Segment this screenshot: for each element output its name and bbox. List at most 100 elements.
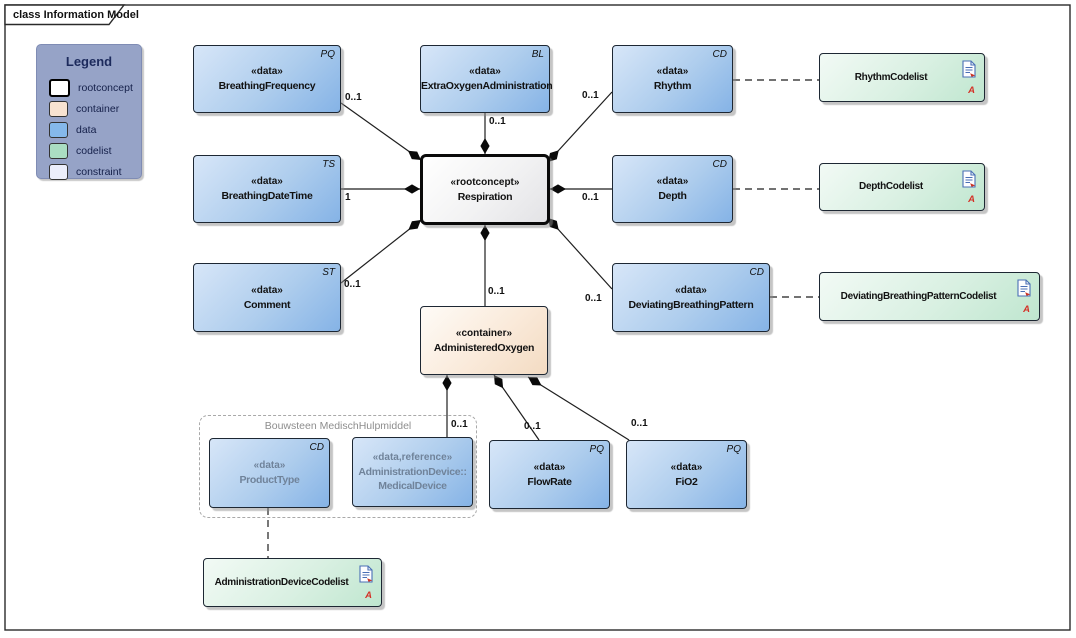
legend-label: codelist: [76, 144, 112, 157]
composition-diamond: [404, 184, 420, 194]
class-name-label: Respiration: [457, 190, 513, 203]
codelist-box-deviating-breathing-pattern-codelist[interactable]: DeviatingBreathingPatternCodelist A: [819, 272, 1040, 321]
class-box-text: «data» DeviatingBreathingPattern: [613, 284, 769, 312]
composition-diamond: [548, 218, 559, 230]
multiplicity-label: 1: [345, 192, 351, 203]
class-box-text: «data»Rhythm: [613, 65, 732, 93]
artifact-letter: A: [1023, 304, 1030, 315]
datatype-tag: TS: [322, 159, 335, 170]
datatype-tag: CD: [712, 49, 727, 60]
datatype-tag: PQ: [726, 444, 741, 455]
composition-diamond: [550, 184, 566, 194]
class-box-text: AdministrationDeviceCodelist: [212, 576, 351, 590]
artifact-letter: A: [968, 85, 975, 96]
legend-item-container: container: [49, 98, 141, 119]
class-box-extra-oxygen-administration[interactable]: BL«data»ExtraOxygenAdministration: [420, 45, 553, 113]
legend-swatch-data: [49, 121, 68, 138]
class-box-text: «data» Depth: [613, 175, 732, 203]
stereotype-label: «data»: [656, 176, 689, 187]
class-box-rhythm[interactable]: CD «data»Rhythm: [612, 45, 733, 113]
datatype-tag: CD: [749, 267, 764, 278]
class-box-flow-rate[interactable]: PQ «data» FlowRate: [489, 440, 610, 509]
legend-swatch-container: [49, 100, 68, 117]
stereotype-label: «data,reference»: [372, 452, 453, 463]
class-name-label: BreathingFrequency: [218, 80, 316, 92]
composition-diamond: [480, 138, 490, 154]
codelist-box-administration-device-codelist[interactable]: AdministrationDeviceCodelist A: [203, 558, 382, 607]
class-box-deviating-breathing-pattern[interactable]: CD «data» DeviatingBreathingPattern: [612, 263, 770, 332]
stereotype-label: «data»: [251, 284, 283, 296]
codelist-document-icon: [359, 565, 373, 583]
stereotype-label: «data»: [675, 284, 707, 296]
multiplicity-label: 0..1: [344, 279, 361, 290]
datatype-tag: PQ: [589, 444, 604, 455]
class-box-text: «data»BreathingDateTime: [194, 175, 340, 203]
composition-diamond: [408, 150, 421, 160]
codelist-document-icon: [962, 170, 976, 188]
multiplicity-label: 0..1: [631, 418, 648, 429]
codelist-document-icon: [1017, 279, 1031, 297]
class-box-fio2[interactable]: PQ «data» FiO2: [626, 440, 747, 509]
class-box-product-type[interactable]: CD «data» ProductType: [209, 438, 330, 508]
class-name-label: Comment: [243, 298, 291, 311]
package-group-bouwsteen: Bouwsteen MedischHulpmiddel: [199, 415, 477, 518]
class-name-label: AdministrationDevice:: MedicalDevice: [358, 466, 467, 492]
multiplicity-label: 0..1: [345, 92, 362, 103]
class-name-label: ProductType: [239, 474, 300, 486]
legend-panel: Legend rootconcept container data codelist c…: [36, 44, 142, 182]
legend-label: container: [76, 102, 120, 115]
stereotype-label: «container»: [455, 327, 513, 339]
class-box-text: «data» Comment: [194, 284, 340, 312]
class-box-text: RhythmCodelist: [828, 71, 954, 85]
legend-items: rootconcept container data codelist constrai…: [49, 77, 141, 182]
legend-swatch-rootconcept: [49, 78, 70, 97]
class-name-label: DeviatingBreathingPattern: [628, 298, 754, 311]
stereotype-label: «data»: [253, 460, 286, 471]
legend-label: rootconcept: [78, 81, 133, 94]
datatype-tag: PQ: [320, 49, 335, 60]
legend-item-data: data: [49, 119, 141, 140]
multiplicity-label: 0..1: [582, 90, 599, 101]
class-box-breathing-frequency[interactable]: PQ«data»BreathingFrequency: [193, 45, 341, 113]
legend-item-codelist: codelist: [49, 140, 141, 161]
stereotype-label: «data»: [656, 66, 689, 77]
artifact-letter: A: [968, 194, 975, 205]
datatype-tag: BL: [531, 49, 544, 60]
class-box-text: «data» ProductType: [210, 459, 329, 487]
stereotype-label: «data»: [533, 461, 566, 473]
multiplicity-label: 0..1: [451, 419, 468, 430]
class-box-administered-oxygen[interactable]: «container» AdministeredOxygen: [420, 306, 548, 375]
multiplicity-label: 0..1: [524, 421, 541, 432]
class-name-label: AdministeredOxygen: [433, 341, 535, 354]
class-box-depth[interactable]: CD «data» Depth: [612, 155, 733, 223]
datatype-tag: CD: [712, 159, 727, 170]
class-name-label: FiO2: [675, 475, 698, 488]
datatype-tag: CD: [309, 442, 324, 453]
class-box-text: «data» FiO2: [627, 461, 746, 489]
class-name-label: FlowRate: [527, 475, 572, 488]
class-box-respiration[interactable]: «rootconcept»Respiration: [420, 154, 550, 225]
class-box-comment[interactable]: ST «data» Comment: [193, 263, 341, 332]
legend-title: Legend: [65, 54, 113, 69]
class-name-label: ExtraOxygenAdministration: [421, 80, 553, 92]
class-box-medical-device[interactable]: «data,reference»AdministrationDevice:: M…: [352, 437, 473, 507]
composition-line: [340, 102, 422, 161]
legend-label: data: [76, 123, 97, 136]
multiplicity-label: 0..1: [582, 192, 599, 203]
codelist-box-rhythm-codelist[interactable]: RhythmCodelist A: [819, 53, 985, 102]
legend-swatch-codelist: [49, 142, 68, 159]
codelist-box-depth-codelist[interactable]: DepthCodelist A: [819, 163, 985, 211]
class-box-text: «container» AdministeredOxygen: [421, 327, 547, 355]
composition-line: [340, 219, 422, 284]
class-name-label: Depth: [658, 190, 687, 202]
class-box-breathing-datetime[interactable]: TS «data»BreathingDateTime: [193, 155, 341, 223]
composition-diamond: [494, 375, 504, 389]
composition-diamond: [528, 377, 542, 386]
class-box-text: «data,reference»AdministrationDevice:: M…: [353, 451, 472, 493]
composition-diamond: [408, 220, 421, 230]
class-box-text: DeviatingBreathingPatternCodelist: [828, 290, 1009, 304]
stereotype-label: «data»: [670, 461, 703, 473]
datatype-tag: ST: [322, 267, 335, 278]
legend-item-constraint: constraint: [49, 161, 141, 182]
